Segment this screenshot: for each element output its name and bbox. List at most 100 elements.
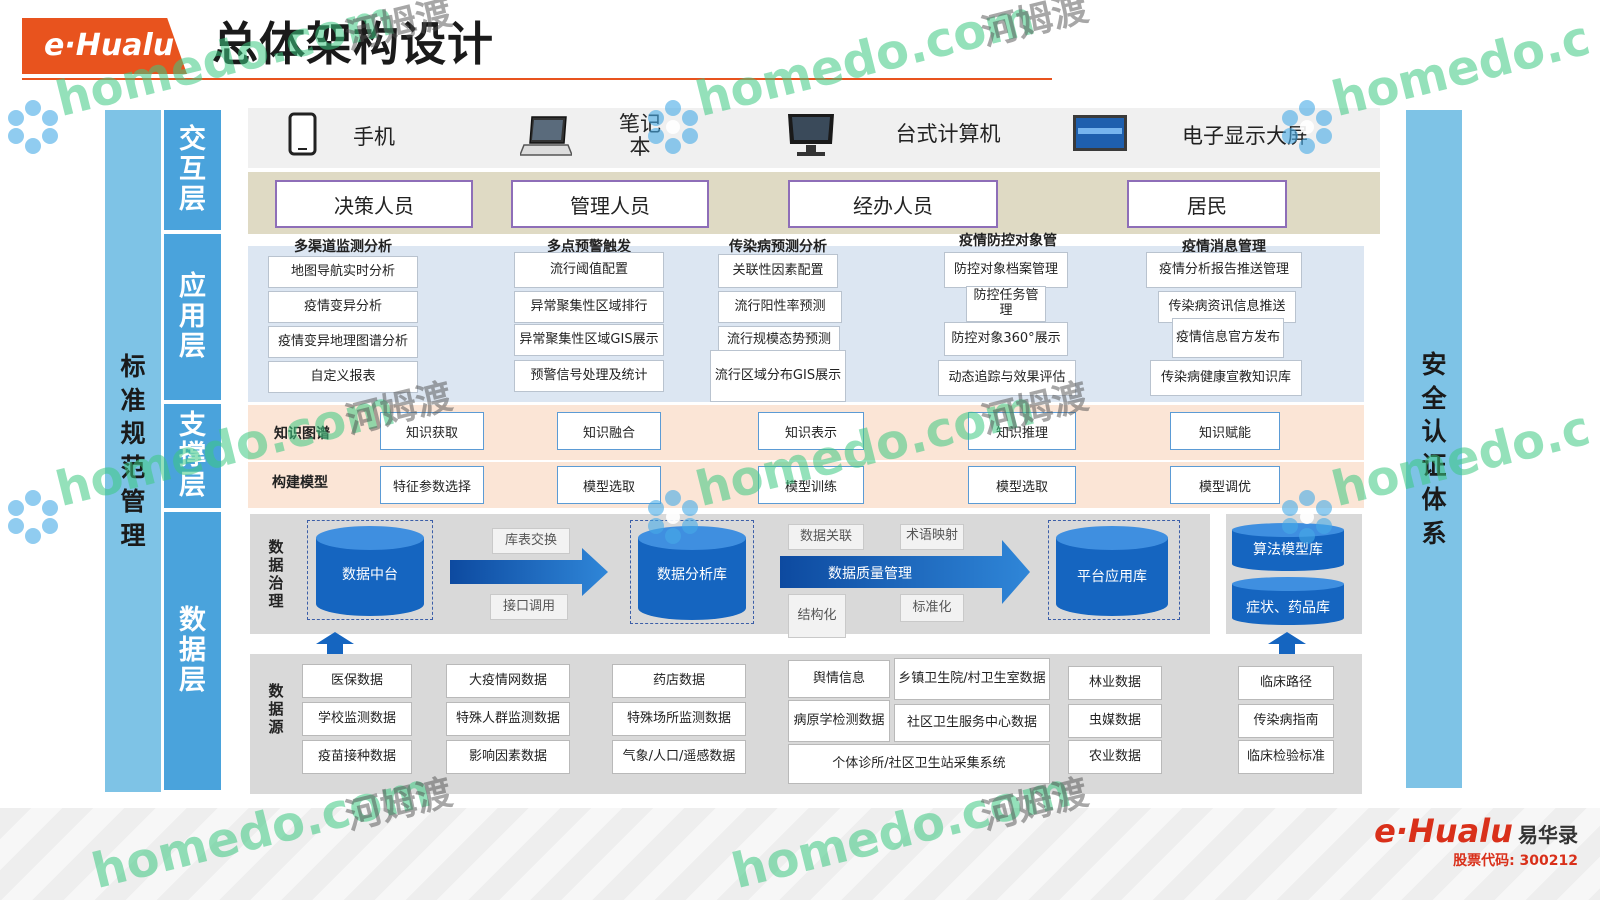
side-security-label: 安全认证体系 (1421, 349, 1447, 548)
watermark-flower-icon (1282, 100, 1332, 154)
algorithm-library-label: 算法模型库 (1253, 542, 1323, 558)
app-item: 防控任务管理 (966, 286, 1046, 322)
app-item: 异常聚集性区域GIS展示 (514, 324, 664, 356)
title-divider (22, 78, 1052, 80)
governance-chip: 标准化 (900, 594, 964, 622)
source-item: 传染病指南 (1238, 704, 1334, 738)
database-cylinder-icon (638, 526, 746, 620)
model-item: 模型调优 (1170, 466, 1280, 504)
database-cylinder-icon (1056, 526, 1168, 616)
watermark-cn: 河姆渡 (977, 0, 1093, 55)
source-item: 个体诊所/社区卫生站采集系统 (788, 744, 1050, 784)
app-item: 自定义报表 (268, 361, 418, 393)
source-item: 临床路径 (1238, 666, 1334, 700)
side-standards-label: 标准规范管理 (120, 351, 146, 550)
role-resident: 居民 (1127, 180, 1287, 228)
model-item: 模型选取 (968, 466, 1076, 504)
source-item: 学校监测数据 (302, 702, 412, 736)
app-group-title: 多渠道监测分析 (294, 239, 392, 255)
role-label: 经办人员 (853, 193, 933, 218)
role-decision-maker: 决策人员 (275, 180, 473, 228)
knowledge-graph-label: 知识图谱 (274, 426, 330, 442)
knowledge-item: 知识表示 (758, 412, 864, 450)
quality-arrow-label: 数据质量管理 (828, 566, 912, 582)
app-item: 疫情变异地理图谱分析 (268, 326, 418, 358)
source-item: 舆情信息 (788, 660, 890, 698)
app-item: 防控对象档案管理 (944, 252, 1068, 288)
drug-library-icon (1232, 577, 1344, 625)
cylinder-frame (1048, 520, 1180, 620)
app-group-title: 多点预警触发 (547, 239, 631, 255)
watermark-flower-icon (648, 490, 698, 544)
laptop-icon (520, 116, 572, 156)
cylinder-label: 平台应用库 (1077, 569, 1147, 585)
layer-interaction: 交互层 (164, 110, 221, 230)
source-item: 病原学检测数据 (788, 700, 890, 742)
model-item: 模型训练 (758, 466, 864, 504)
footer-brand-cn: 易华录 (1518, 823, 1578, 847)
app-item: 疫情变异分析 (268, 291, 418, 323)
app-group-title: 疫情防控对象管 (959, 233, 1057, 249)
source-item: 影响因素数据 (446, 740, 570, 774)
governance-chip: 结构化 (788, 594, 846, 638)
footer-pattern (0, 808, 1600, 900)
up-arrow-icon (1268, 632, 1306, 654)
source-item: 临床检验标准 (1238, 740, 1334, 774)
footer-brand: e·Hualu 易华录 股票代码: 300212 (1374, 812, 1578, 870)
source-item: 疫苗接种数据 (302, 740, 412, 774)
source-item: 林业数据 (1068, 666, 1162, 700)
drug-library-label: 症状、药品库 (1246, 600, 1330, 616)
sources-label: 数据源 (268, 682, 284, 736)
exchange-arrow-icon (450, 548, 608, 596)
source-item: 农业数据 (1068, 740, 1162, 774)
source-item: 特殊场所监测数据 (612, 702, 746, 736)
source-item: 虫媒数据 (1068, 704, 1162, 738)
up-arrow-icon (316, 632, 354, 654)
governance-chip: 库表交换 (492, 528, 570, 554)
algorithm-library-icon (1232, 523, 1344, 571)
cylinder-label: 数据中台 (342, 567, 398, 583)
cylinder-label: 数据分析库 (657, 567, 727, 583)
app-item: 地图导航实时分析 (268, 256, 418, 288)
source-item: 医保数据 (302, 664, 412, 698)
layer-data: 数据层 (164, 512, 221, 790)
watermark-flower-icon (8, 490, 58, 544)
knowledge-item: 知识赋能 (1170, 412, 1280, 450)
page-title: 总体架构设计 (212, 17, 494, 71)
governance-chip: 数据关联 (788, 524, 864, 550)
app-item: 关联性因素配置 (718, 254, 838, 288)
knowledge-item: 知识推理 (968, 412, 1076, 450)
footer-logo: e·Hualu (1374, 812, 1513, 850)
role-manager: 管理人员 (511, 180, 709, 228)
knowledge-item: 知识获取 (380, 412, 484, 450)
governance-chip: 术语映射 (900, 524, 964, 550)
database-cylinder-icon (316, 526, 424, 616)
app-item: 防控对象360°展示 (944, 322, 1068, 356)
app-item: 疫情信息官方发布 (1172, 318, 1284, 358)
source-item: 特殊人群监测数据 (446, 702, 570, 736)
layer-data-label: 数据层 (179, 605, 206, 696)
device-phone-label: 手机 (353, 125, 395, 149)
app-item: 异常聚集性区域排行 (514, 291, 664, 323)
layer-application-label: 应用层 (179, 271, 206, 362)
app-group-title: 传染病预测分析 (729, 239, 827, 255)
source-item: 大疫情网数据 (446, 664, 570, 698)
governance-chip: 接口调用 (490, 594, 568, 620)
role-label: 决策人员 (334, 193, 414, 218)
governance-label: 数据治理 (268, 538, 284, 610)
app-item: 疫情分析报告推送管理 (1146, 252, 1302, 288)
app-item: 流行区域分布GIS展示 (710, 350, 846, 402)
app-item: 流行阈值配置 (514, 252, 664, 288)
watermark-flower-icon (8, 100, 58, 154)
app-item: 预警信号处理及统计 (514, 360, 664, 392)
quality-arrow-icon (780, 540, 1030, 604)
device-display-label: 电子显示大屏 (1182, 124, 1308, 148)
device-desktop-label: 台式计算机 (895, 122, 1001, 146)
watermark-flower-icon (1282, 490, 1332, 544)
source-item: 社区卫生服务中心数据 (894, 704, 1050, 742)
layer-application: 应用层 (164, 234, 221, 400)
role-label: 管理人员 (570, 193, 650, 218)
app-group-title: 疫情消息管理 (1182, 239, 1266, 255)
footer-stock-code: 股票代码: 300212 (1453, 853, 1578, 869)
role-label: 居民 (1187, 193, 1227, 218)
